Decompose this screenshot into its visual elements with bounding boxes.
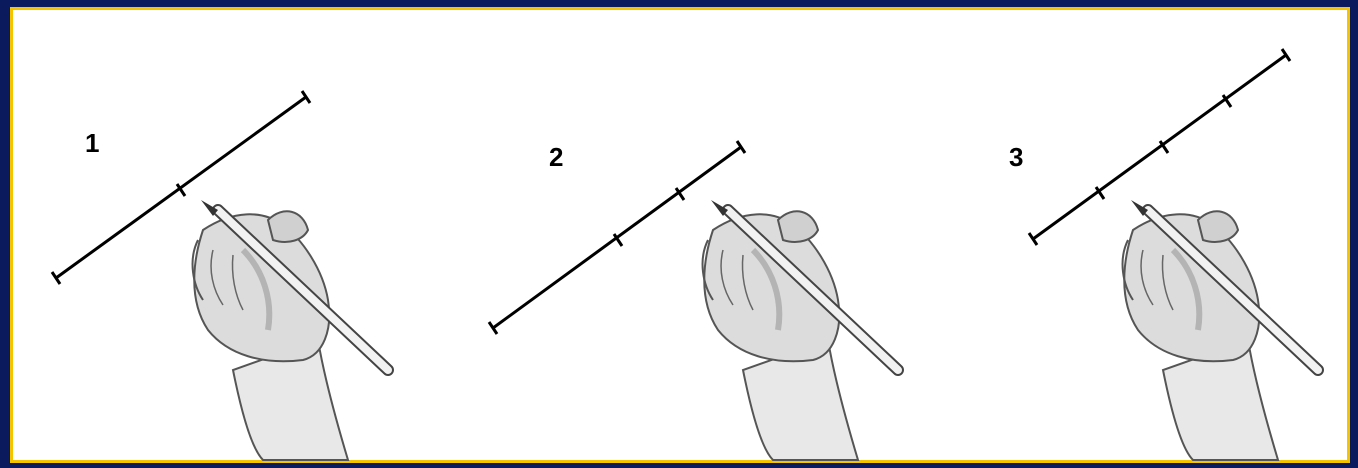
hand-with-pen-icon: [193, 200, 388, 460]
panel-2: 2: [453, 10, 903, 460]
tick-mark: [1029, 233, 1037, 245]
tick-mark: [1282, 49, 1290, 61]
tick-mark: [302, 91, 310, 103]
hand-with-pen-icon: [1123, 200, 1318, 460]
panel-3: 3: [903, 10, 1347, 460]
figure-frame: 1: [10, 7, 1350, 463]
panel-2-drawing: [453, 10, 903, 460]
tick-mark: [52, 272, 60, 284]
hand-with-pen-icon: [703, 200, 898, 460]
panel-3-drawing: [903, 10, 1347, 460]
panel-1: 1: [13, 10, 453, 460]
panel-1-drawing: [13, 10, 453, 460]
tick-mark: [489, 322, 497, 334]
tick-mark: [737, 141, 745, 153]
